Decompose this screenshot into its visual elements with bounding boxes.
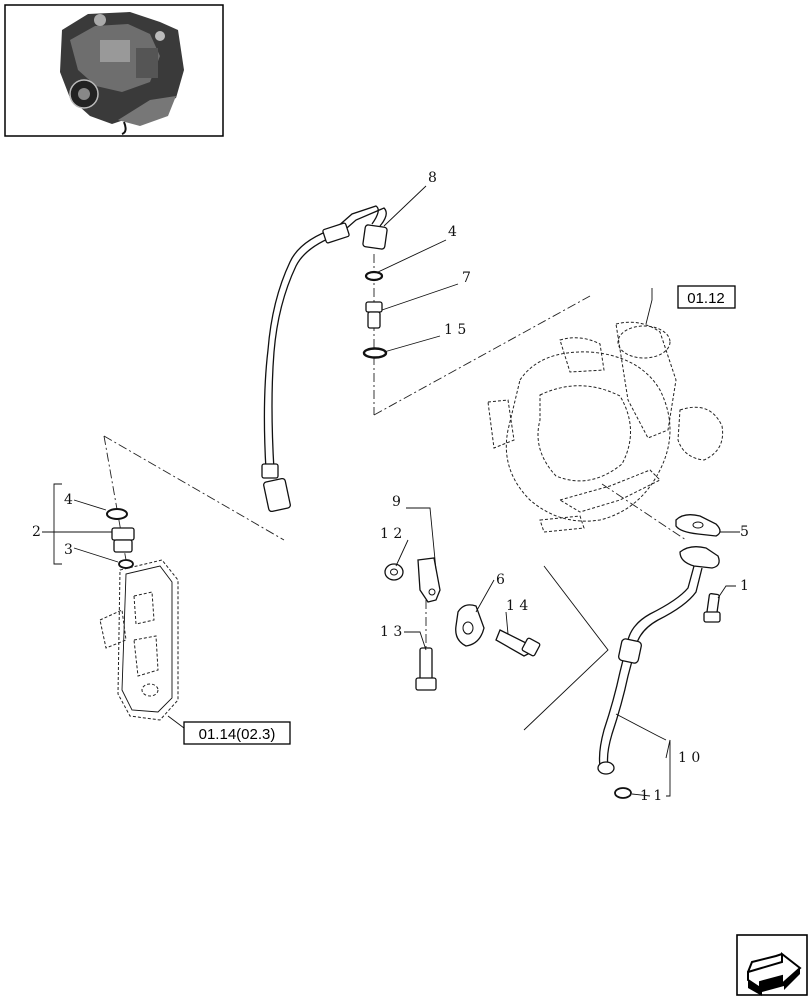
callout-3: 3 (64, 542, 73, 558)
callout-14: 1 4 (506, 598, 528, 614)
callout-2: 2 (32, 524, 41, 540)
callout-4-left: 4 (64, 492, 73, 508)
oil-feed-pipe (261, 205, 388, 513)
spacer-bushing (384, 563, 404, 581)
flange-gasket (675, 514, 721, 537)
filter-adapter-nipple (111, 527, 135, 553)
oil-return-pipe (597, 546, 720, 775)
support-bracket (417, 557, 441, 603)
upper-seal-washer (364, 270, 384, 282)
callout-9: 9 (392, 494, 401, 510)
lower-seal-washer (362, 347, 388, 359)
ref-label-turbo: 01.12 (687, 290, 725, 307)
clamp-screw (495, 629, 541, 657)
callout-11: 1 1 (640, 788, 662, 804)
banjo-bolt (703, 593, 721, 623)
ref-box-oil-filter[interactable]: 01.14(02.3) (183, 721, 291, 745)
oil-filter-head-outline (99, 559, 179, 721)
return-pipe-seal (614, 787, 632, 799)
callout-15: 1 5 (444, 322, 466, 338)
engine-thumbnail-icon[interactable] (4, 4, 224, 137)
callout-7: 7 (462, 270, 471, 286)
callout-8: 8 (428, 170, 437, 186)
callout-13: 1 3 (380, 624, 402, 640)
callout-10: 1 0 (678, 750, 700, 766)
callout-4-top: 4 (448, 224, 457, 240)
union-fitting (365, 301, 383, 329)
ref-box-turbo[interactable]: 01.12 (677, 285, 736, 309)
bracket-screw (415, 647, 437, 691)
callout-12: 1 2 (380, 526, 402, 542)
callout-numbers: 8 4 7 1 5 5 1 9 1 2 6 1 4 1 3 1 0 1 1 4 … (32, 170, 749, 804)
assembly-lines (103, 254, 687, 660)
callout-1: 1 (740, 578, 749, 594)
filter-seal-ring (106, 508, 128, 520)
callout-5: 5 (740, 524, 749, 540)
turbocharger-outline (487, 321, 724, 533)
filter-lower-seal (118, 559, 134, 569)
next-page-arrow-icon[interactable] (736, 934, 808, 996)
callout-6: 6 (496, 572, 505, 588)
callout-leaders (73, 185, 740, 797)
ref-label-oil-filter: 01.14(02.3) (199, 726, 276, 743)
pipe-clamp (455, 604, 485, 647)
